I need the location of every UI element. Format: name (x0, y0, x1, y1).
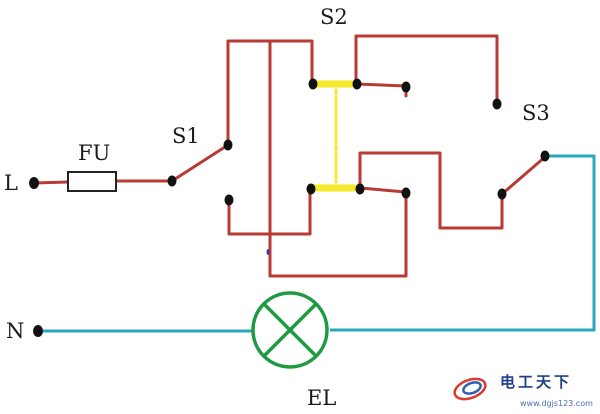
label-s2: S2 (320, 5, 348, 29)
label-s3: S3 (522, 101, 550, 125)
terminal-s2-bottom-right (401, 187, 411, 199)
wire-s3-to-lamp (330, 154, 596, 332)
watermark-logo: 电工天下 www.dgjs123.com (453, 373, 593, 408)
terminal-s1-common (167, 175, 177, 187)
lamp-circle (251, 291, 329, 369)
labels: L N FU S1 S2 S3 EL (4, 5, 550, 410)
terminal-s2-top-mid (352, 78, 362, 90)
label-s1: S1 (172, 124, 200, 148)
s2-bridge (310, 80, 362, 192)
terminal-s1-lower (224, 194, 234, 206)
terminal-s1-upper (223, 139, 233, 151)
lamp-el (251, 291, 329, 369)
wire-s2-bottom-to-s3 (358, 151, 504, 230)
label-line: L (4, 171, 18, 195)
s2-lower-contact (358, 186, 408, 194)
terminal-s2-bottom-left (306, 183, 316, 195)
phase-wiring (32, 34, 547, 278)
terminal-s2-top-left (308, 78, 318, 90)
terminal-s3-common (540, 150, 550, 162)
terminal-s3-top (492, 98, 502, 110)
s2-upper-contact (354, 82, 408, 88)
lamp-cross-b (262, 302, 318, 358)
fuse-body (67, 171, 117, 192)
terminal-s2-bottom-mid (355, 183, 365, 195)
label-neutral: N (6, 319, 24, 343)
watermark-url: www.dgjs123.com (520, 399, 593, 408)
wire-s2-common-down (268, 39, 408, 278)
s3-switch-blade (500, 155, 547, 196)
label-lamp: EL (307, 386, 336, 410)
terminal-n (33, 325, 43, 337)
wire-s1-lower-to-s2 (227, 188, 312, 236)
watermark-title: 电工天下 (500, 373, 572, 391)
junction-mark (266, 249, 270, 255)
wire-l-to-fuse (32, 180, 70, 185)
s1-switch-blade (170, 143, 230, 183)
terminal-s2-top-right (401, 81, 411, 93)
neutral-wiring (38, 154, 596, 333)
terminals (29, 78, 550, 337)
watermark-swirl-icon (453, 377, 487, 401)
label-fuse: FU (78, 141, 110, 165)
terminal-s3-bottom (497, 188, 507, 200)
wire-s2-top-to-s3 (354, 34, 499, 106)
terminal-l (29, 177, 39, 189)
